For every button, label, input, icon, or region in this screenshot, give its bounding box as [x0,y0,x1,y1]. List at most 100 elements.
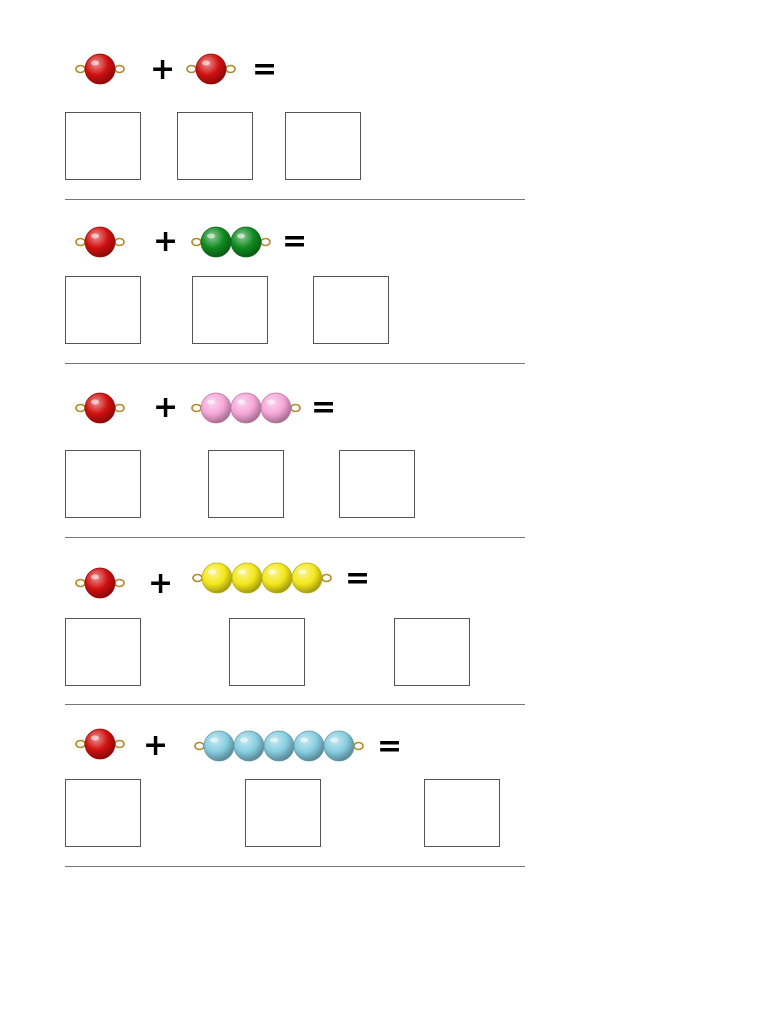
bead-highlight [330,737,338,743]
bead [84,567,116,599]
bead [291,562,323,594]
right-wire-loop [114,64,125,74]
bead-highlight [270,737,278,743]
left-wire-loop [75,739,86,749]
bead [230,392,262,424]
answer-box-first-addend[interactable] [65,450,141,518]
bead-highlight [298,569,306,575]
bead-highlight [207,399,215,405]
bead-bar-second [186,53,236,85]
bead-bar-second [191,392,301,424]
left-wire-loop [194,741,205,751]
right-wire-loop [114,578,125,588]
divider [65,363,525,364]
bead-highlight [240,737,248,743]
bead-highlight [202,60,210,66]
bead [195,53,227,85]
right-wire-loop [353,741,364,751]
bead [200,392,232,424]
answer-box-second-addend[interactable] [229,618,305,686]
answer-box-first-addend[interactable] [65,276,141,344]
bead [84,226,116,258]
left-wire-loop [192,573,203,583]
right-wire-loop [114,739,125,749]
bead [231,562,263,594]
bead-bar-first [75,226,125,258]
left-wire-loop [191,237,202,247]
answer-box-second-addend[interactable] [245,779,321,847]
bead-highlight [91,233,99,239]
bead-bar-first [75,728,125,760]
bead-highlight [237,233,245,239]
bead [293,730,325,762]
bead-highlight [91,60,99,66]
bead-highlight [268,569,276,575]
bead [261,562,293,594]
bead-bar-second [192,562,332,594]
divider [65,866,525,867]
left-wire-loop [191,403,202,413]
bead-bar-first [75,567,125,599]
divider [65,704,525,705]
right-wire-loop [290,403,301,413]
answer-box-first-addend[interactable] [65,779,141,847]
bead-highlight [208,569,216,575]
bead [230,226,262,258]
bead [203,730,235,762]
answer-box-sum[interactable] [339,450,415,518]
answer-box-sum[interactable] [313,276,389,344]
plus-sign: + [150,52,176,87]
bead-bar-second [191,226,271,258]
answer-box-second-addend[interactable] [177,112,253,180]
answer-box-sum[interactable] [285,112,361,180]
answer-box-first-addend[interactable] [65,618,141,686]
right-wire-loop [114,237,125,247]
bead-highlight [267,399,275,405]
bead-highlight [91,399,99,405]
bead [84,728,116,760]
equals-sign: = [377,729,403,764]
bead [260,392,292,424]
bead-highlight [238,569,246,575]
answer-box-sum[interactable] [424,779,500,847]
bead [263,730,295,762]
plus-sign: + [148,566,174,601]
bead [323,730,355,762]
left-wire-loop [186,64,197,74]
bead-highlight [91,735,99,741]
divider [65,199,525,200]
plus-sign: + [153,390,179,425]
answer-box-second-addend[interactable] [192,276,268,344]
equals-sign: = [311,390,337,425]
bead [201,562,233,594]
bead-highlight [207,233,215,239]
bead [233,730,265,762]
bead [84,53,116,85]
left-wire-loop [75,403,86,413]
answer-box-first-addend[interactable] [65,112,141,180]
answer-box-sum[interactable] [394,618,470,686]
bead-highlight [300,737,308,743]
bead [200,226,232,258]
answer-box-second-addend[interactable] [208,450,284,518]
left-wire-loop [75,64,86,74]
bead-bar-second [194,730,364,762]
right-wire-loop [225,64,236,74]
bead-highlight [237,399,245,405]
plus-sign: + [143,728,169,763]
bead-bar-first [75,53,125,85]
right-wire-loop [260,237,271,247]
right-wire-loop [321,573,332,583]
plus-sign: + [153,224,179,259]
equals-sign: = [282,224,308,259]
equals-sign: = [345,561,371,596]
bead-highlight [210,737,218,743]
bead-highlight [91,574,99,580]
bead [84,392,116,424]
left-wire-loop [75,237,86,247]
divider [65,537,525,538]
bead-bar-first [75,392,125,424]
right-wire-loop [114,403,125,413]
left-wire-loop [75,578,86,588]
equals-sign: = [252,52,278,87]
